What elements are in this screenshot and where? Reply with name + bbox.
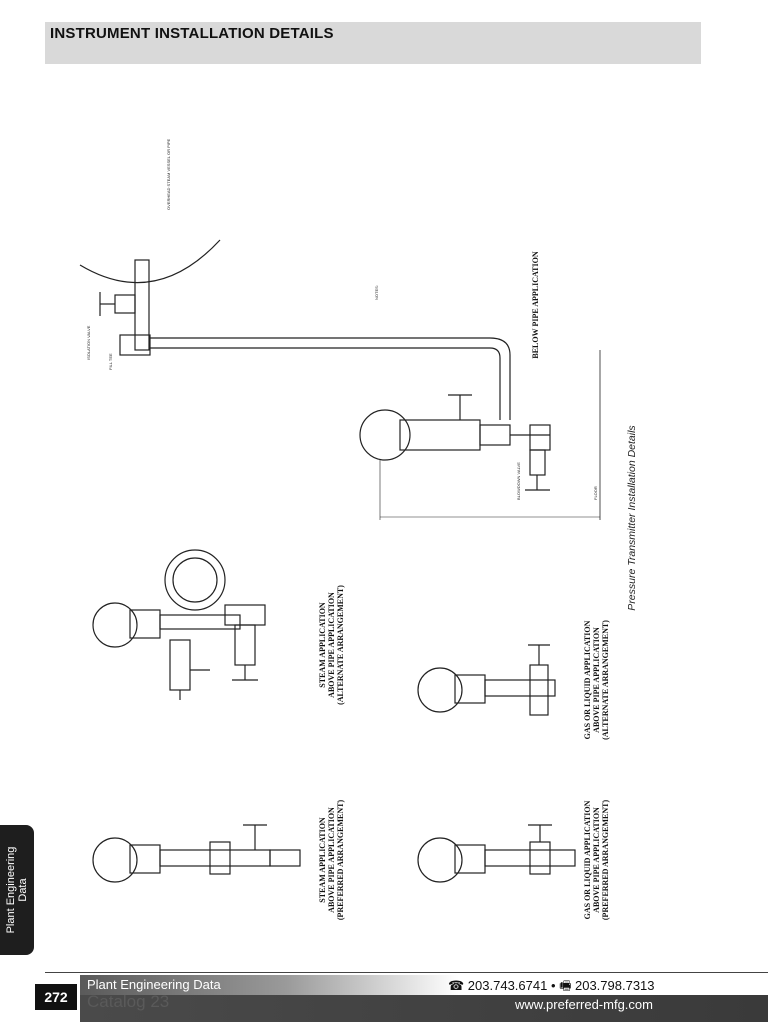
label-steam-alt-1: STEAM APPLICATION	[318, 602, 327, 688]
transmitter-steam-pref	[92, 837, 138, 883]
transmitter-below-pipe	[359, 409, 411, 461]
installation-drawing: BELOW PIPE APPLICATION STEAM APPLICATION…	[60, 80, 620, 970]
overhead-vessel-arc	[79, 239, 221, 284]
installation-drawing-svg: BELOW PIPE APPLICATION STEAM APPLICATION…	[79, 138, 610, 921]
label-steam-pref-2: ABOVE PIPE APPLICATION	[327, 807, 336, 913]
label-gas-alt-1: GAS OR LIQUID APPLICATION	[583, 620, 592, 739]
side-tab-text: Plant Engineering Data	[5, 847, 29, 934]
footer-catalog: Catalog 23	[87, 992, 170, 1011]
label-gas-alt-2: ABOVE PIPE APPLICATION	[592, 627, 601, 733]
label-notes: NOTES:	[374, 285, 379, 300]
label-blowdown: BLOWDOWN VALVE	[516, 462, 521, 500]
footer-section-title: Plant Engineering Data	[87, 977, 221, 992]
label-isolation-valve: ISOLATION VALVE	[86, 325, 91, 360]
page-number: 272	[35, 984, 77, 1010]
transmitter-gas-pref	[417, 837, 463, 883]
label-gas-alt-3: (ALTERNATE ARRANGEMENT)	[601, 620, 610, 740]
label-steam-alt-3: (ALTERNATE ARRANGEMENT)	[336, 585, 345, 705]
page-title: INSTRUMENT INSTALLATION DETAILS	[50, 25, 334, 42]
label-fill-tee: FILL TEE	[108, 353, 113, 370]
side-tab-line1: Plant Engineering	[5, 846, 17, 934]
label-steam-pref-3: (PREFERRED ARRANGEMENT)	[336, 800, 345, 921]
transmitter-gas-alt	[417, 667, 463, 713]
label-steam-pref-1: STEAM APPLICATION	[318, 817, 327, 903]
label-gas-pref-3: (PREFERRED ARRANGEMENT)	[601, 800, 610, 921]
footer-top-band	[80, 975, 768, 995]
transmitter-steam-alt	[92, 602, 138, 648]
side-tab: Plant Engineering Data	[0, 825, 34, 955]
label-gas-pref-1: GAS OR LIQUID APPLICATION	[583, 800, 592, 919]
side-tab-line2: Data	[17, 878, 29, 902]
label-steam-alt-2: ABOVE PIPE APPLICATION	[327, 592, 336, 698]
label-floor: FLOOR	[593, 486, 598, 500]
label-overhead: OVERHEAD STEAM VESSEL OR PIPE	[166, 138, 171, 210]
label-gas-pref-2: ABOVE PIPE APPLICATION	[592, 807, 601, 913]
footer-divider	[45, 972, 768, 973]
footer-bottom-band	[80, 995, 768, 1022]
footer-phone-fax: ☎ 203.743.6741 • 🖷 203.798.7313	[448, 978, 655, 993]
header-bar: INSTRUMENT INSTALLATION DETAILS	[45, 22, 701, 64]
drawing-caption: Pressure Transmitter Installation Detail…	[626, 425, 638, 611]
footer-website-link[interactable]: www.preferred-mfg.com	[515, 997, 653, 1012]
riser-pipe	[134, 259, 150, 351]
isolation-valve-body	[114, 294, 136, 314]
label-below-pipe: BELOW PIPE APPLICATION	[531, 251, 540, 359]
